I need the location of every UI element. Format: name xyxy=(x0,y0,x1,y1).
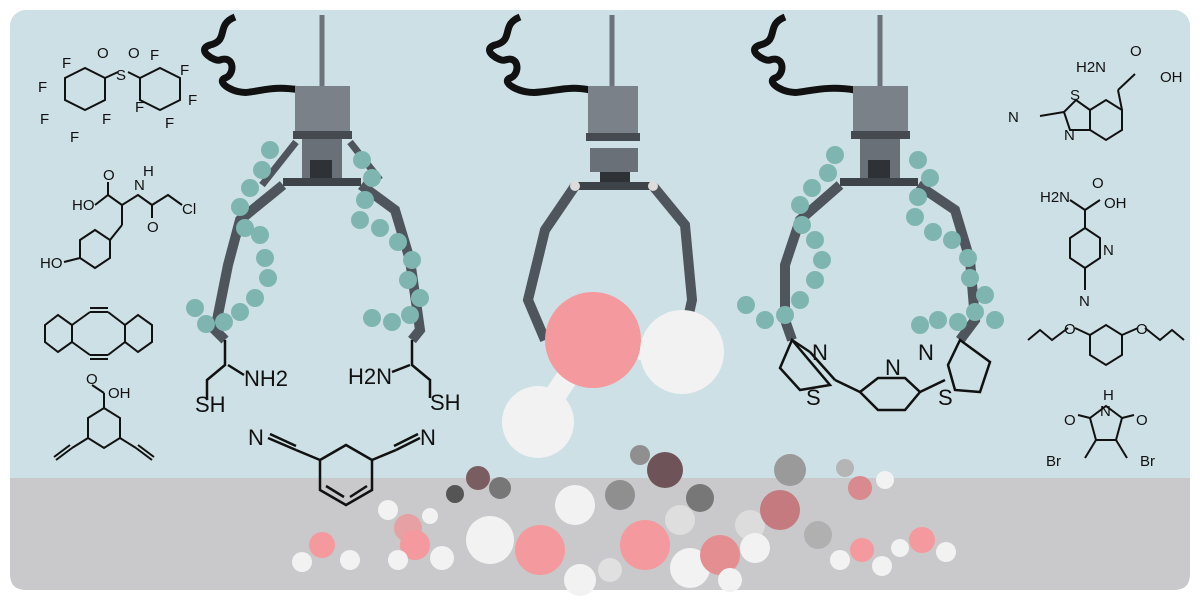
cbt-ring-N: N xyxy=(1064,127,1075,144)
cbt-S: S xyxy=(1070,87,1080,104)
reagent-decafluorodiphenyl-sulfone: S O O F F F F F F F F F F xyxy=(38,45,197,146)
sulfone-F-1: F xyxy=(62,55,71,72)
right-claw-thiazoline-n-left: N xyxy=(812,340,828,365)
sulfone-F-7: F xyxy=(180,62,189,79)
water-molecule xyxy=(292,532,360,572)
pyr-carbonyl-O: O xyxy=(1092,175,1104,192)
ether-O-right: O xyxy=(1136,321,1148,338)
tyr-H: H xyxy=(143,163,154,180)
sulfone-O-right: O xyxy=(128,45,140,62)
water-molecule xyxy=(605,480,710,588)
bead-chain-left-claw-right xyxy=(351,151,429,331)
reagent-diethynylbenzoic-acid: OH O xyxy=(53,371,155,461)
maleimide-N: N xyxy=(1100,403,1111,420)
maleimide-O-right: O xyxy=(1136,412,1148,429)
sulfone-F-6: F xyxy=(150,47,159,64)
water-molecule xyxy=(700,510,765,592)
water-molecule xyxy=(836,459,894,500)
cbt-amine: H2N xyxy=(1076,59,1106,76)
water-molecule xyxy=(446,466,511,503)
right-claw-thiazoline-s-left: S xyxy=(806,385,821,410)
reagent-dibenzocyclooctyne xyxy=(44,307,153,360)
pyr-OH: OH xyxy=(1104,195,1127,212)
linker-nitrile-right: N xyxy=(420,425,436,450)
pyr-nitrile-N: N xyxy=(1079,293,1090,310)
linker-nitrile-left: N xyxy=(248,425,264,450)
water-molecule xyxy=(564,558,622,596)
tyr-N: N xyxy=(134,177,145,194)
bis-thiazoline-pyridine xyxy=(778,337,992,412)
cbt-carbonyl-O: O xyxy=(1130,43,1142,60)
tyr-carbonyl-O: O xyxy=(103,167,115,184)
sulfone-F-9: F xyxy=(165,115,174,132)
water-molecule xyxy=(740,454,832,563)
cbt-OH: OH xyxy=(1160,69,1183,86)
water-molecule xyxy=(630,445,714,512)
sulfone-F-3: F xyxy=(40,111,49,128)
sulfone-F-5: F xyxy=(102,111,111,128)
sulfone-S: S xyxy=(116,67,126,84)
tyr-HO: HO xyxy=(72,197,95,214)
claw-right: N S N N S xyxy=(737,13,1004,412)
reagent-chloroacetyl-tyrosine: HO O N H O Cl HO xyxy=(40,163,196,272)
claw-center xyxy=(486,13,698,357)
cbt-nitrile-N: N xyxy=(1008,109,1019,126)
bead-chain-right-claw-right xyxy=(906,151,1004,334)
reagent-dibromomethyl-maleimide: H N O O Br Br xyxy=(1046,387,1155,470)
left-claw-amine-left: NH2 xyxy=(244,366,288,391)
pyr-amine: H2N xyxy=(1040,189,1070,206)
water-molecule xyxy=(466,485,595,575)
water-molecule-held xyxy=(502,292,724,458)
right-claw-thiazoline-s-right: S xyxy=(938,385,953,410)
maleimide-Br-right: Br xyxy=(1140,453,1155,470)
sulfone-F-4: F xyxy=(70,129,79,146)
sulfone-F-8: F xyxy=(188,92,197,109)
maleimide-H: H xyxy=(1103,387,1114,404)
water-molecule xyxy=(388,530,454,570)
left-claw-amine-right: H2N xyxy=(348,364,392,389)
acid-OH: OH xyxy=(108,385,131,402)
water-molecule xyxy=(830,538,892,576)
dicyanopyridine-linker xyxy=(267,432,421,507)
tyr-Cl: Cl xyxy=(182,201,196,218)
left-claw-thiol-right: SH xyxy=(430,390,461,415)
floor-water-molecules xyxy=(292,445,956,596)
bead-chain-left-claw-left xyxy=(186,141,279,333)
tyr-phenol-HO: HO xyxy=(40,255,63,272)
reagent-cyanobenzothiazole-alanine: H2N OH O S N N xyxy=(1008,43,1183,144)
water-molecule xyxy=(891,527,956,562)
reagent-cyanopyridyl-alanine: H2N OH O N N xyxy=(1040,175,1127,310)
acid-carbonyl-O: O xyxy=(86,371,98,388)
maleimide-O-left: O xyxy=(1064,412,1076,429)
ether-O-left: O xyxy=(1064,321,1076,338)
sulfone-O-left: O xyxy=(97,45,109,62)
bead-chain-right-claw-left xyxy=(737,146,844,329)
maleimide-Br-left: Br xyxy=(1046,453,1061,470)
right-claw-pyridine-n: N xyxy=(885,355,901,380)
pyr-ring-N: N xyxy=(1103,242,1114,259)
claw-left: SH NH2 H2N SH xyxy=(186,13,461,417)
sulfone-F-2: F xyxy=(38,79,47,96)
left-claw-thiol-left: SH xyxy=(195,392,226,417)
tyr-amide-O: O xyxy=(147,219,159,236)
sulfone-F-10: F xyxy=(135,99,144,116)
right-claw-thiazoline-n-right: N xyxy=(918,340,934,365)
reagent-bis-allyloxybenzene: O O xyxy=(1027,321,1185,367)
